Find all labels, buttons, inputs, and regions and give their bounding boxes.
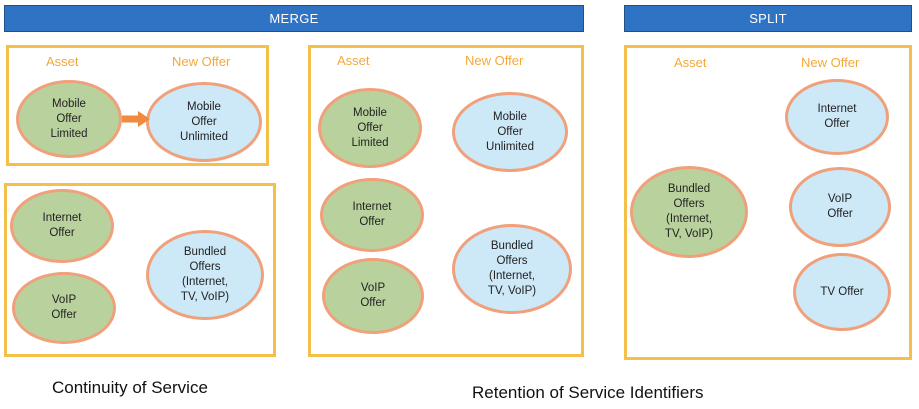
mobile-offer-unlimited-node: Mobile Offer Unlimited: [452, 92, 568, 172]
continuity-caption: Continuity of Service: [52, 378, 208, 397]
asset-header: Asset: [46, 54, 79, 69]
voip-offer-node: VoIP Offer: [322, 258, 424, 334]
new-offer-header: New Offer: [465, 53, 524, 68]
mobile-offer-unlimited-node: Mobile Offer Unlimited: [146, 82, 262, 162]
merge-banner: MERGE: [4, 5, 584, 32]
mobile-offer-limited-node: Mobile Offer Limited: [318, 88, 422, 168]
new-offer-header: New Offer: [172, 54, 231, 69]
tv-offer-node: TV Offer: [793, 253, 891, 331]
bundled-offers-node: Bundled Offers (Internet, TV, VoIP): [146, 230, 264, 320]
arrow-icon: [122, 111, 150, 127]
split-banner: SPLIT: [624, 5, 912, 32]
voip-offer-node: VoIP Offer: [789, 167, 891, 247]
asset-header: Asset: [337, 53, 370, 68]
internet-offer-node: Internet Offer: [10, 189, 114, 263]
internet-offer-node: Internet Offer: [320, 178, 424, 252]
asset-header: Asset: [674, 55, 707, 70]
bundled-offers-node: Bundled Offers (Internet, TV, VoIP): [452, 224, 572, 314]
new-offer-header: New Offer: [801, 55, 860, 70]
internet-offer-node: Internet Offer: [785, 79, 889, 155]
retention-caption: Retention of Service Identifiers: [472, 383, 704, 402]
mobile-offer-limited-node: Mobile Offer Limited: [16, 80, 122, 158]
voip-offer-node: VoIP Offer: [12, 272, 116, 344]
bundled-offers-node: Bundled Offers (Internet, TV, VoIP): [630, 166, 748, 258]
